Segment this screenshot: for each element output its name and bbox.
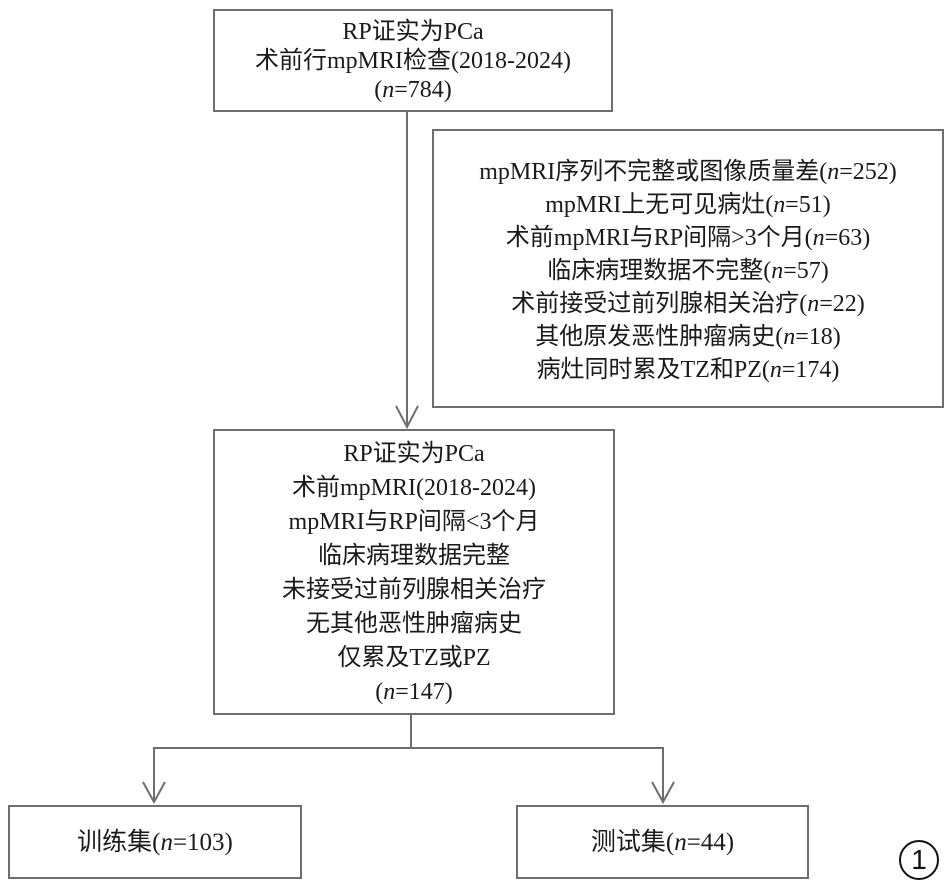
box-line: 术前行mpMRI检查(2018-2024) (255, 48, 571, 74)
exclusion-text: 术前mpMRI与RP间隔>3个月( (505, 225, 813, 251)
test-set-box: 测试集(n=44) (516, 805, 809, 879)
exclusion-text: 临床病理数据不完整( (547, 258, 772, 284)
cohort-included-box: RP证实为PCa 术前mpMRI(2018-2024) mpMRI与RP间隔<3… (213, 429, 615, 715)
training-set-box: 训练集(n=103) (8, 805, 302, 879)
set-name: 训练集( (77, 828, 161, 856)
figure-number-badge: 1 (899, 840, 939, 880)
n-variable: n (812, 225, 825, 251)
set-name: 测试集( (590, 828, 675, 856)
n-value: =44) (686, 828, 735, 856)
n-variable: n (773, 192, 786, 218)
n-prefix: ( (374, 77, 383, 103)
n-variable: n (827, 159, 840, 185)
inclusion-item: 未接受过前列腺相关治疗 (282, 577, 546, 603)
n-value: =252) (839, 159, 897, 185)
exclusion-item: 临床病理数据不完整(n=57) (547, 255, 829, 288)
n-value: =63) (824, 225, 871, 251)
training-set-label: 训练集(n=103) (77, 828, 233, 857)
n-value: =57) (783, 258, 829, 284)
sample-size: (n=784) (374, 76, 452, 105)
n-variable: n (807, 291, 820, 317)
inclusion-item: mpMRI与RP间隔<3个月 (288, 509, 540, 535)
exclusion-item: 病灶同时累及TZ和PZ(n=174) (537, 354, 840, 387)
exclusion-item: mpMRI上无可见病灶(n=51) (545, 189, 831, 222)
arrowhead-middle (395, 405, 419, 430)
box-line: RP证实为PCa (342, 19, 484, 45)
n-variable: n (160, 828, 173, 856)
exclusion-item: 术前接受过前列腺相关治疗(n=22) (511, 288, 865, 321)
test-set-label: 测试集(n=44) (591, 828, 734, 857)
sample-size: (n=147) (375, 675, 453, 709)
inclusion-item: 临床病理数据完整 (318, 543, 510, 569)
n-value: =51) (785, 192, 831, 218)
exclusion-text: 其他原发恶性肿瘤病史( (535, 324, 784, 350)
n-variable: n (383, 679, 396, 705)
n-value: =103) (172, 828, 233, 856)
exclusion-text: mpMRI上无可见病灶( (545, 192, 774, 218)
n-value: =18) (795, 324, 841, 350)
n-value: =174) (781, 357, 840, 383)
exclusion-text: mpMRI序列不完整或图像质量差( (479, 159, 828, 185)
n-variable: n (771, 258, 784, 284)
arrowhead-test (651, 781, 675, 805)
exclusion-item: 其他原发恶性肿瘤病史(n=18) (535, 321, 841, 354)
n-value: =784) (394, 77, 452, 103)
n-prefix: ( (375, 679, 384, 705)
inclusion-item: 术前mpMRI(2018-2024) (292, 475, 536, 501)
n-variable: n (783, 324, 796, 350)
n-value: =22) (819, 291, 865, 317)
cohort-initial-box: RP证实为PCa 术前行mpMRI检查(2018-2024) (n=784) (213, 9, 613, 112)
inclusion-item: 无其他恶性肿瘤病史 (306, 611, 522, 637)
n-variable: n (382, 77, 395, 103)
exclusion-item: 术前mpMRI与RP间隔>3个月(n=63) (506, 222, 870, 255)
exclusion-item: mpMRI序列不完整或图像质量差(n=252) (479, 156, 897, 189)
exclusion-criteria-box: mpMRI序列不完整或图像质量差(n=252) mpMRI上无可见病灶(n=51… (432, 129, 944, 408)
inclusion-item: RP证实为PCa (343, 441, 485, 467)
exclusion-text: 术前接受过前列腺相关治疗( (511, 291, 808, 317)
n-value: =147) (395, 679, 453, 705)
exclusion-text: 病灶同时累及TZ和PZ( (536, 357, 770, 383)
arrowhead-train (142, 781, 166, 805)
n-variable: n (769, 357, 782, 383)
inclusion-item: 仅累及TZ或PZ (337, 645, 491, 671)
n-variable: n (674, 828, 687, 856)
